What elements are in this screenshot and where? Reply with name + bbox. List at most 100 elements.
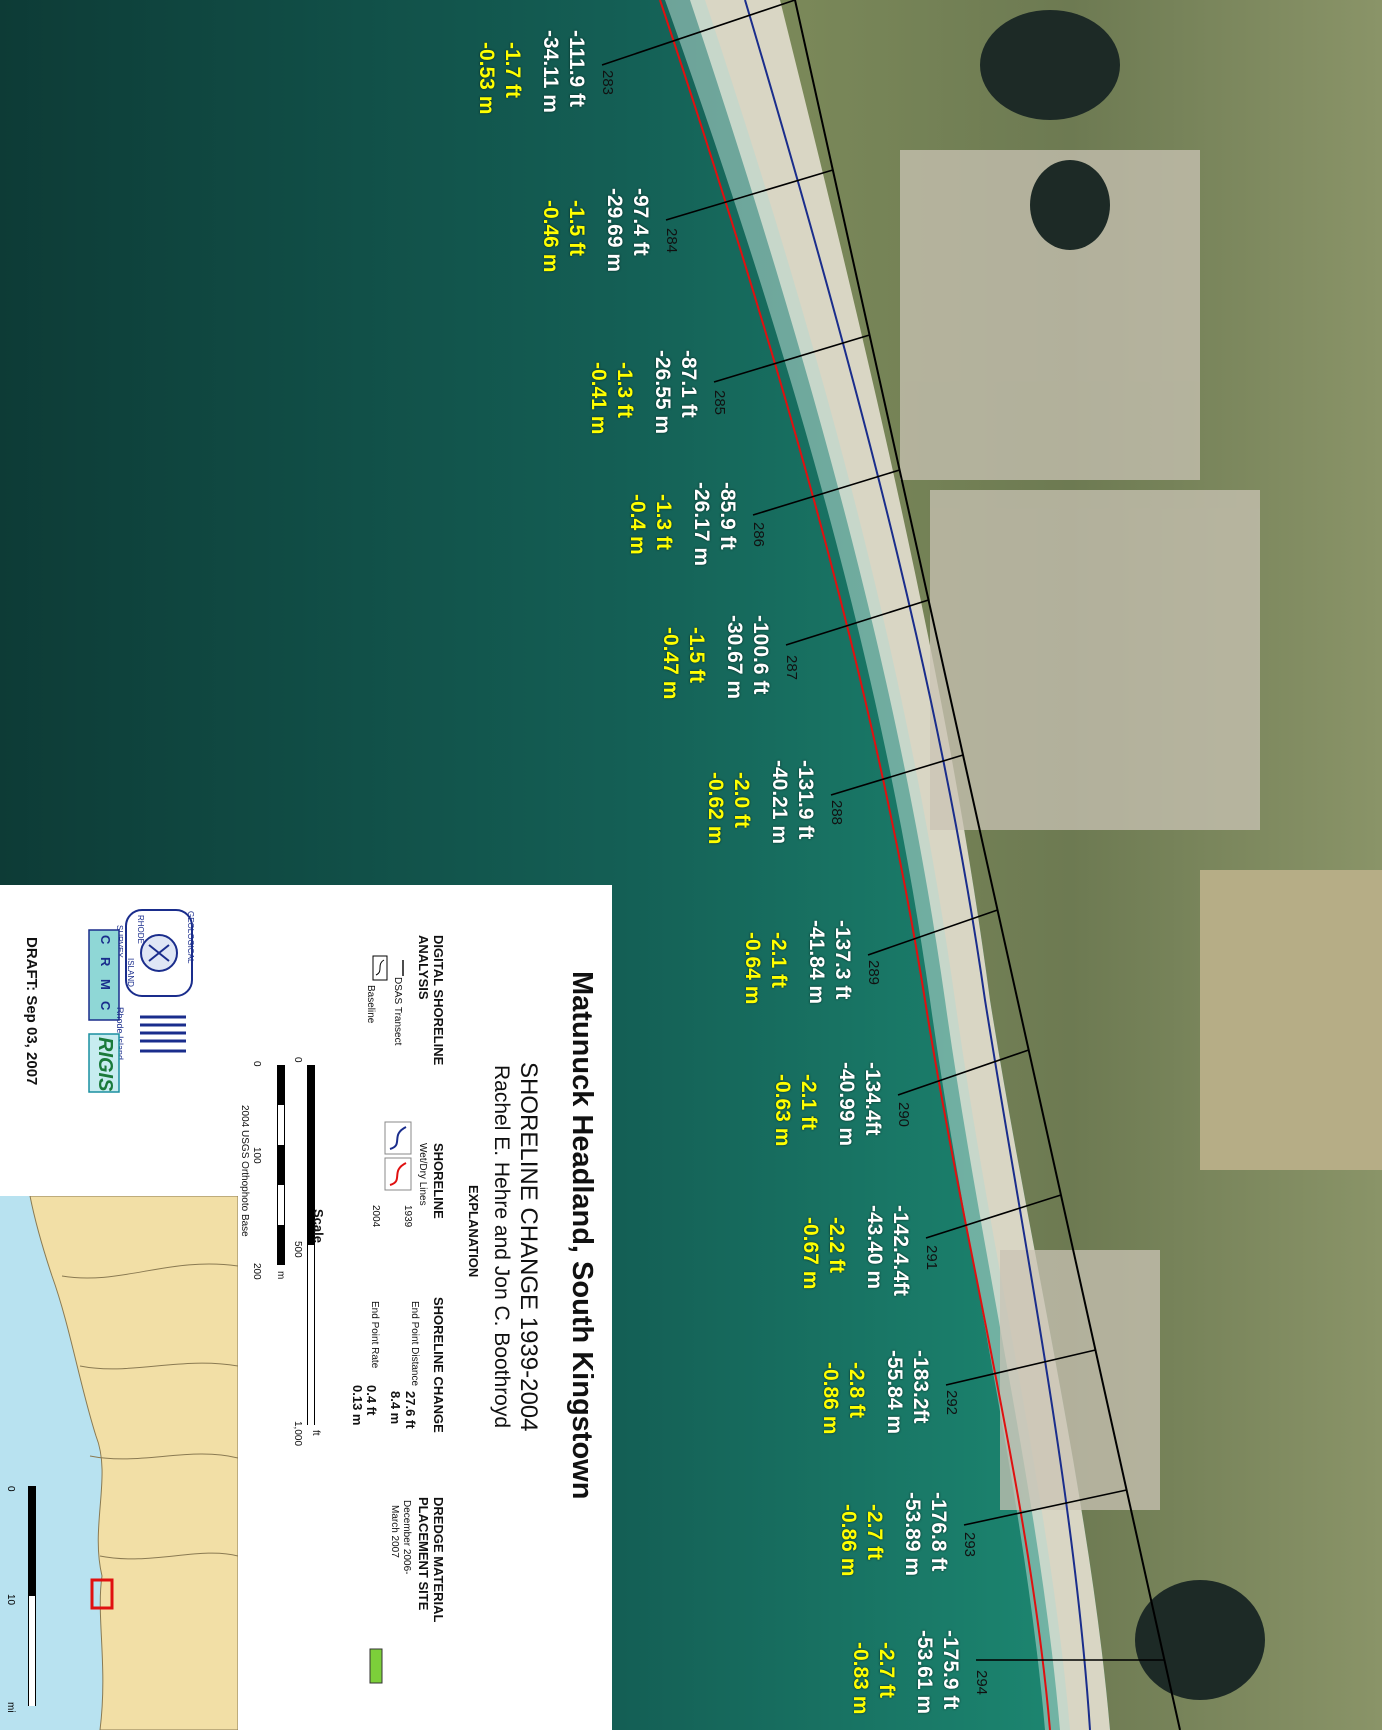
transect-line-291 [925, 1194, 1062, 1239]
end-point-rate-m: -0.86 m [819, 1362, 842, 1435]
shoreline-year-1939: 1939 [402, 1205, 413, 1228]
end-point-distance-ft: -175.9 ft [939, 1630, 962, 1710]
shoreline-2004 [744, 0, 1091, 1730]
crmc-logo [88, 929, 120, 1021]
map-subtitle: SHORELINE CHANGE 1939-2004 [515, 1062, 542, 1432]
end-point-distance-m: -43.40 m [863, 1205, 886, 1290]
inset-scale-bar-white [29, 1596, 35, 1706]
dredge-date-1: December 2006- [401, 1500, 412, 1575]
transect-line-284 [665, 169, 834, 221]
epr-m-value: 0.13 m [350, 1385, 365, 1426]
transect-number: 284 [663, 228, 680, 254]
end-point-rate-ft: -2.1 ft [767, 932, 790, 989]
end-point-distance-ft: -142.4.4ft [889, 1205, 912, 1297]
end-point-rate-m: -0.4 m [626, 494, 649, 555]
end-point-rate-ft: -1.5 ft [565, 200, 588, 257]
transect-line-290 [897, 1049, 1029, 1096]
end-point-distance-m: -53.61 m [913, 1630, 936, 1715]
inset-site-marker [90, 1578, 114, 1610]
end-point-rate-m: -0.46 m [539, 200, 562, 273]
dsas-transect-symbol [402, 960, 404, 976]
end-point-distance-m: -40.21 m [768, 760, 791, 845]
end-point-rate-m: -0.86 m [837, 1504, 860, 1577]
transect-number: 292 [943, 1390, 960, 1416]
scale-ft-tick-0: 0 [292, 1057, 303, 1063]
rigis-logo-text: RIGIS [94, 1037, 116, 1092]
crmc-letter-r: R [98, 957, 113, 967]
end-point-rate-m: -0.64 m [741, 932, 764, 1005]
end-point-distance-m: -34.11 m [539, 30, 562, 113]
dredge-date-2: March 2007 [389, 1505, 400, 1558]
crmc-letter-c2: C [98, 1001, 113, 1011]
explanation-heading: EXPLANATION [466, 1185, 481, 1278]
transect-lines [601, 0, 1165, 1661]
end-point-rate-ft: -2.2 ft [825, 1217, 848, 1274]
field-area [1200, 870, 1382, 1170]
end-point-rate-m: -0.63 m [771, 1074, 794, 1147]
shoreline-year-2004: 2004 [370, 1205, 381, 1228]
rigs-island-text: ISLAND [126, 958, 135, 987]
scale-bars [277, 1065, 315, 1425]
shoreline-change-heading: SHORELINE CHANGE [431, 1297, 446, 1433]
rigis-logo [88, 1033, 120, 1093]
end-point-distance-m: -53.89 m [901, 1492, 924, 1577]
surf-zone [665, 0, 1070, 1730]
epd-ft-value: 27.6 ft [403, 1391, 418, 1429]
end-point-distance-m: -26.17 m [690, 482, 713, 567]
crmc-letter-c: C [98, 935, 113, 945]
transect-number: 289 [865, 960, 882, 986]
shoreline-2004-symbol [384, 1121, 412, 1155]
inset-land [29, 1195, 239, 1730]
developed-area [900, 150, 1260, 1510]
inset-scale-tick-0: 0 [5, 1486, 16, 1492]
end-point-rate-m: -0.83 m [849, 1642, 872, 1715]
crmc-letter-m: M [98, 979, 113, 990]
end-point-rate-m: -0.62 m [704, 772, 727, 845]
end-point-distance-ft: -87.1 ft [677, 350, 700, 418]
scale-m-unit: m [275, 1271, 286, 1280]
end-point-rate-m: -0.47 m [659, 627, 682, 700]
transect-line-289 [867, 909, 998, 956]
transect-number: 287 [783, 655, 800, 681]
scale-ft-tick-500: 500 [292, 1241, 303, 1258]
end-point-rate-ft: -2.7 ft [875, 1642, 898, 1699]
dredge-site-symbol [369, 1648, 383, 1684]
transect-number: 286 [750, 522, 767, 548]
scale-heading: Scale [311, 1209, 326, 1243]
end-point-distance-m: -41.84 m [805, 920, 828, 1005]
transect-line-283 [601, 0, 796, 66]
dredge-heading-1: DREDGE MATERIAL [431, 1497, 446, 1623]
transect-number: 290 [895, 1102, 912, 1128]
shoreline-1939-symbol [384, 1157, 412, 1191]
scale-ft-tick-1000: 1,000 [292, 1421, 303, 1447]
inset-map [28, 1195, 239, 1730]
end-point-rate-ft: -2.0 ft [730, 772, 753, 829]
end-point-rate-ft: -2.1 ft [797, 1074, 820, 1131]
transect-number: 283 [599, 70, 616, 96]
dsa-heading-2: ANALYSIS [416, 935, 431, 1000]
uri-logo [136, 1011, 190, 1059]
scale-base-note: 2004 USGS Orthophoto Base [239, 1105, 250, 1237]
end-point-distance-ft: -111.9 ft [565, 30, 588, 108]
pond [980, 10, 1120, 120]
end-point-distance-ft: -100.6 ft [749, 615, 772, 695]
end-point-distance-ft: -176.8 ft [927, 1492, 950, 1572]
dsa-heading-1: DIGITAL SHORELINE [431, 935, 446, 1066]
rigs-ring-text: GEOLOGICAL [186, 911, 195, 964]
dredge-heading-2: PLACEMENT SITE [416, 1497, 431, 1611]
end-point-rate-m: -0.67 m [799, 1217, 822, 1290]
epr-ft-value: 0.4 ft [364, 1385, 379, 1416]
end-point-distance-m: -30.67 m [723, 615, 746, 700]
scale-m-tick-100: 100 [251, 1147, 262, 1164]
end-point-distance-ft: -134.4ft [861, 1062, 884, 1136]
scale-m-tick-0: 0 [251, 1061, 262, 1067]
transect-number: 291 [923, 1245, 940, 1271]
shoreline-sub: Wet/Dry Lines [417, 1143, 428, 1206]
scale-m-tick-200: 200 [251, 1263, 262, 1280]
end-point-distance-ft: -183.2ft [909, 1350, 932, 1424]
rigs-top-text: RHODE [136, 915, 145, 944]
end-point-rate-ft: -2.7 ft [863, 1504, 886, 1561]
end-point-distance-ft: -85.9 ft [716, 482, 739, 550]
end-point-distance-m: -26.55 m [651, 350, 674, 435]
